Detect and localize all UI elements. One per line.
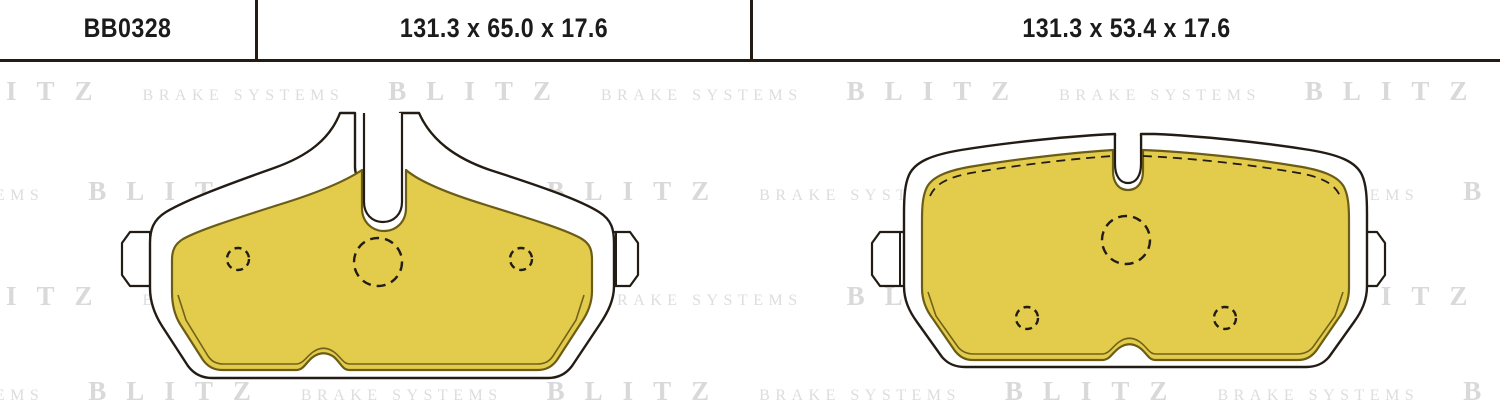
right-pad-dimensions-cell: 131.3 x 53.4 x 17.6 [1022, 12, 1231, 43]
left-pad-right-small-hole [508, 246, 534, 272]
right-pad-top-chamfer-dashed [929, 155, 1341, 197]
right-brake-pad [870, 132, 1387, 369]
left-pad-dimensions-cell: 131.3 x 65.0 x 17.6 [399, 12, 609, 43]
header-divider-1 [255, 0, 258, 59]
left-pad-friction-material [170, 168, 594, 372]
right-pad-center-notch [1113, 136, 1143, 185]
left-brake-pad [120, 111, 640, 380]
right-pad-lower-left-small-hole [1014, 305, 1040, 331]
right-pad-center-large-hole [1100, 214, 1152, 266]
right-pad-lower-right-small-hole [1212, 305, 1238, 331]
header-divider-2 [750, 0, 753, 59]
right-pad-friction-inner-line [927, 291, 1344, 355]
spec-header-table: BB0328 131.3 x 65.0 x 17.6 131.3 x 53.4 … [0, 0, 1500, 62]
part-code-cell: BB0328 [83, 12, 172, 43]
left-pad-friction-inner-line [177, 294, 585, 365]
left-pad-left-small-hole [225, 246, 251, 272]
left-pad-center-large-hole [352, 236, 404, 288]
left-pad-center-slot [362, 113, 404, 224]
